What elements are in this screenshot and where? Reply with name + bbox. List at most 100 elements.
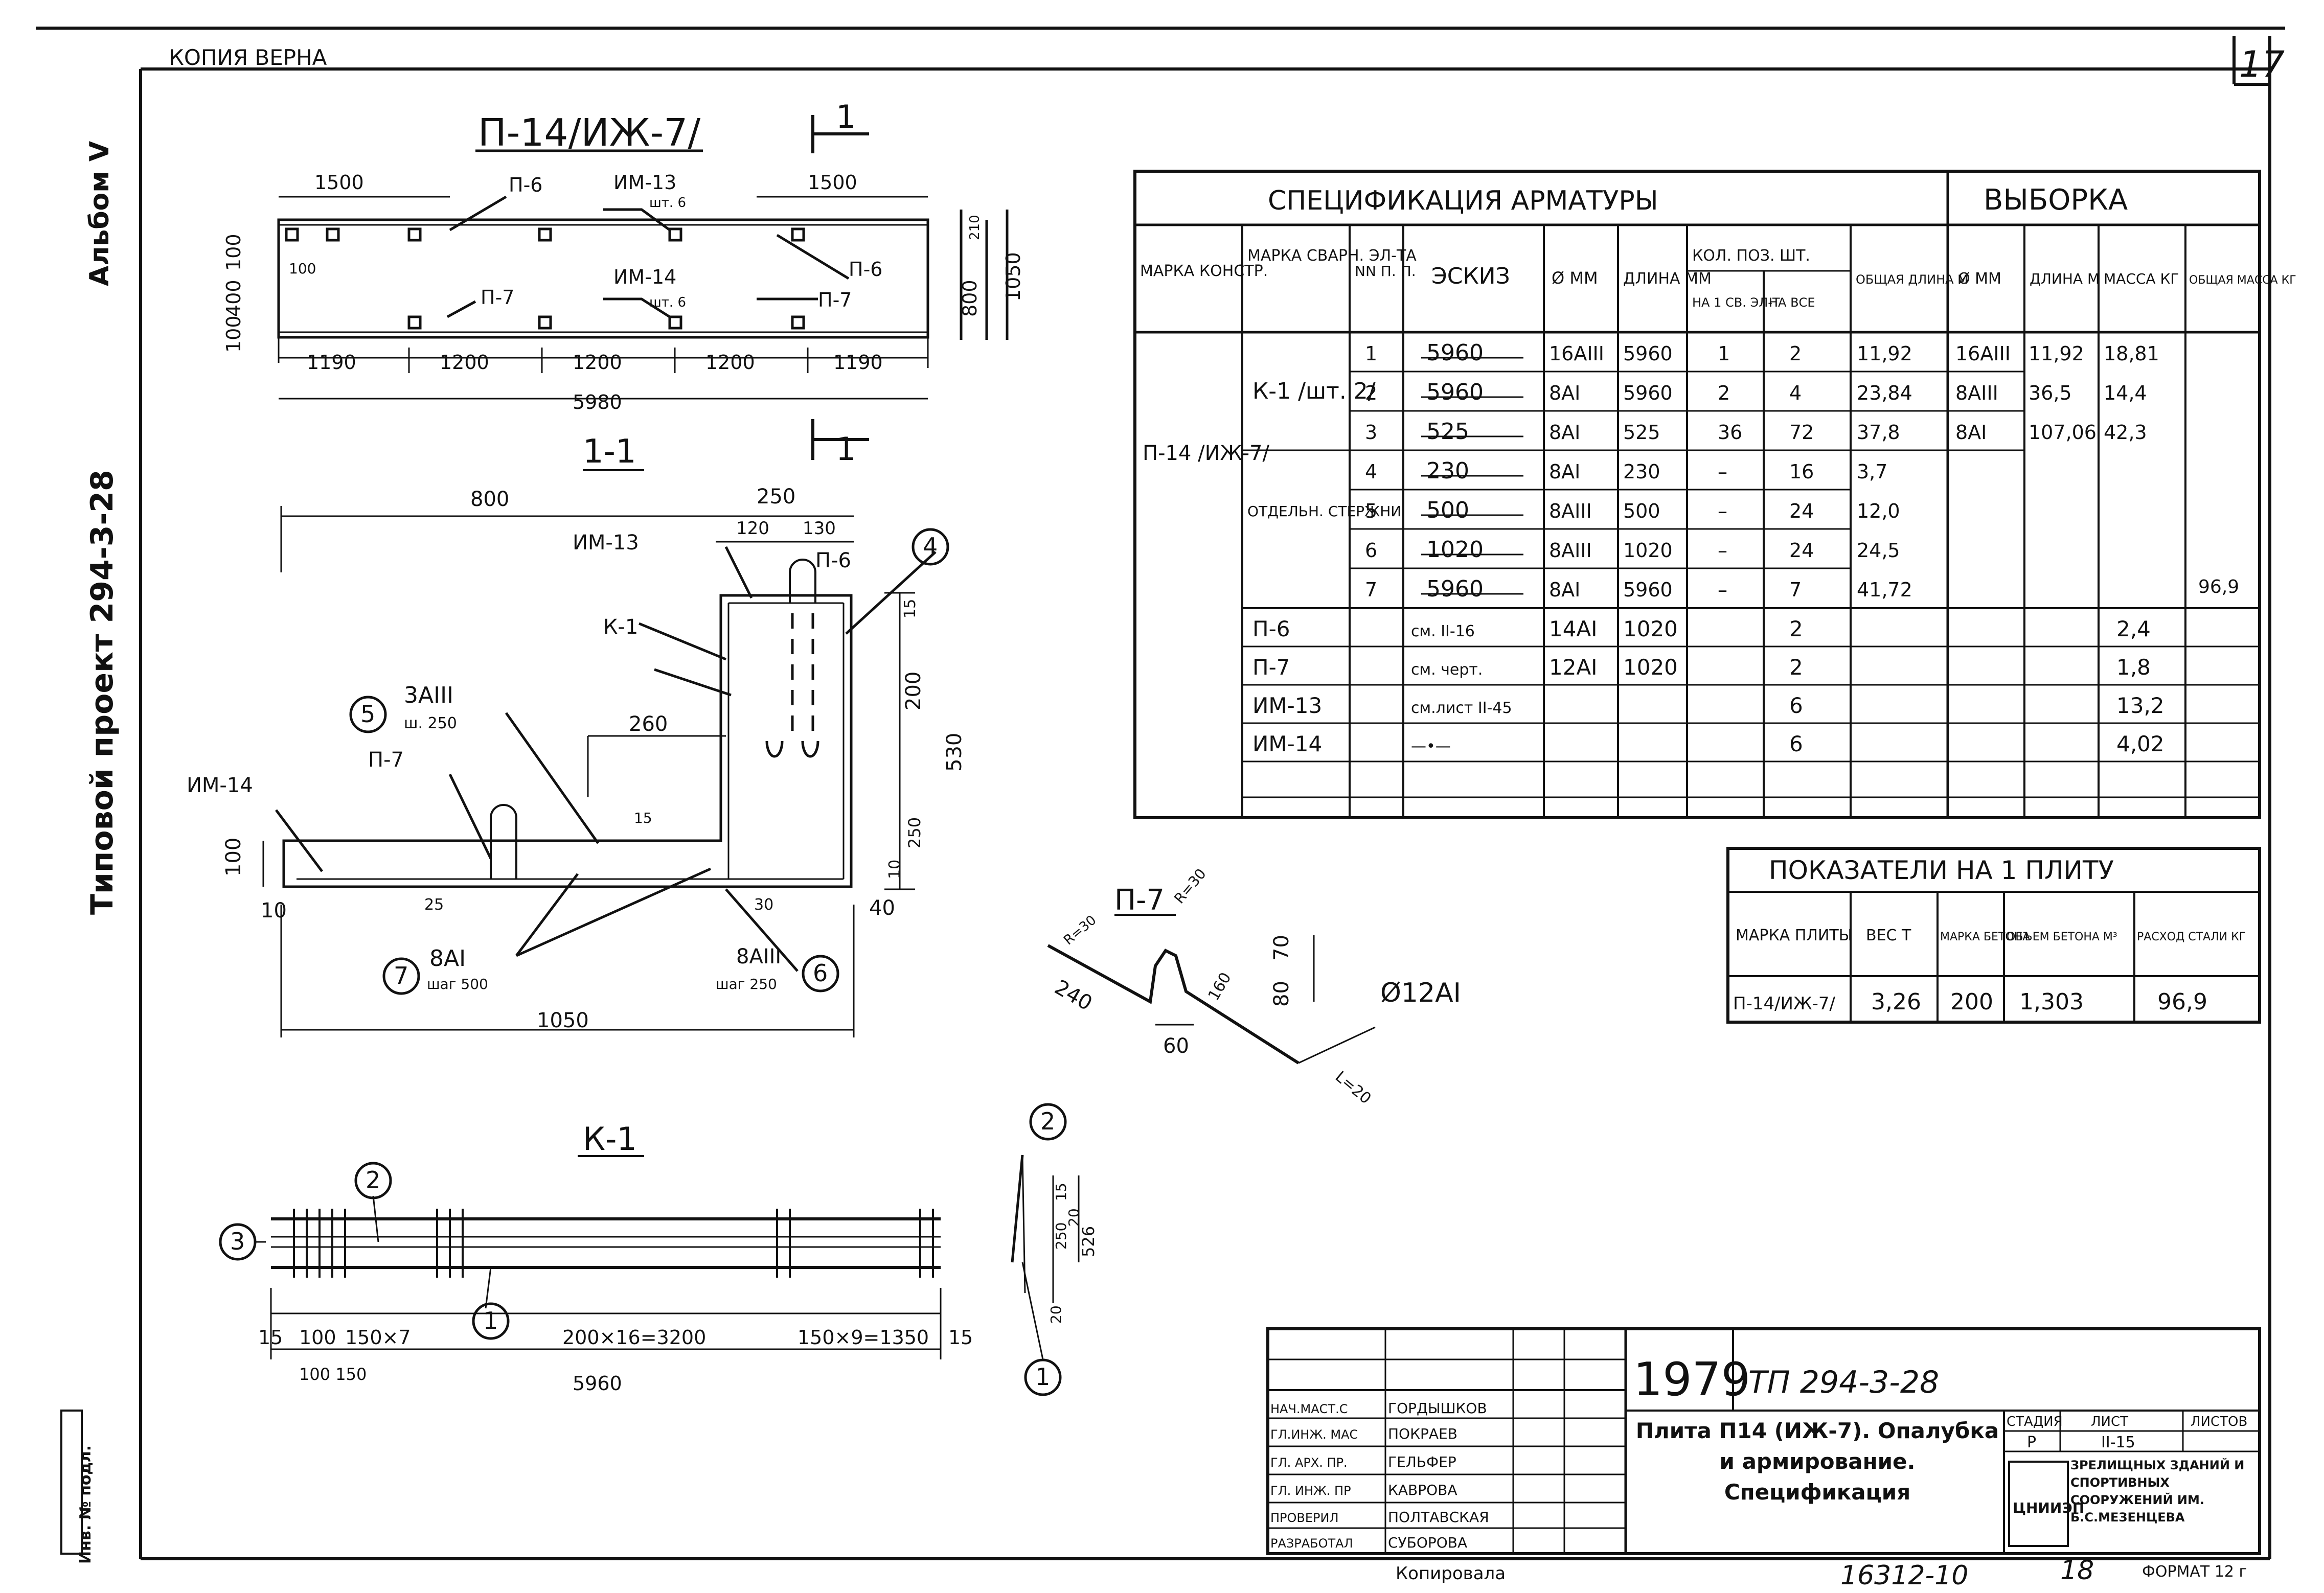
- spec-cell-r1-c3: 16АIII: [1549, 342, 1604, 365]
- k1-callout-2-side: 2: [1040, 1107, 1055, 1135]
- tb-sheet-label: ЛИСТ: [2091, 1414, 2128, 1429]
- k1-callout-3: 3: [230, 1228, 245, 1255]
- p7-dim-l20: L=20: [1332, 1068, 1375, 1107]
- spec-extra-r2-c4: 1020: [1623, 655, 1678, 680]
- spec-cell-r1-c7: 11,92: [1857, 342, 1912, 365]
- callout-6-bar: 8АIII: [736, 945, 781, 968]
- spec-cell-r2-c3: 8АI: [1549, 382, 1580, 404]
- spec-cell-r2-c2: 5960: [1426, 379, 1484, 405]
- spec-cell-r2-c8: 8АIII: [1955, 382, 1998, 404]
- spec-head-s-mass: МАССА КГ: [2104, 270, 2179, 287]
- k1-dim-sub: 100 150: [299, 1365, 367, 1384]
- spec-head-mark-constr: МАРКА КОНСТР.: [1140, 262, 1268, 280]
- spec-head-qty-all: НА ВСЕ: [1769, 295, 1815, 310]
- drawing-title: П-14/ИЖ-7/: [478, 111, 700, 155]
- plan-label-p6: П-6: [509, 174, 542, 196]
- p7-title: П-7: [1114, 884, 1165, 917]
- spec-cell-r1-c6: 2: [1789, 342, 1802, 365]
- callout-5-bar: 3АIII: [404, 682, 453, 708]
- spec-extra-r3-c6: 13,2: [2116, 693, 2164, 718]
- spec-cell-r3-c5: 36: [1718, 421, 1742, 444]
- section-dim-40: 40: [869, 896, 895, 920]
- plan-label-p7: П-7: [481, 286, 514, 309]
- k1-dims: 15 100 150×7 200×16=3200 150×9=1350 15 1…: [258, 1183, 1098, 1395]
- callout-7: 7: [394, 962, 408, 989]
- section-callouts: 4 5 3АIII ш. 250 6 8АIII шаг 250 7 8АI ш…: [349, 528, 949, 995]
- sheet-number: 17: [2239, 43, 2285, 85]
- spec-cell-r6-c3: 8АIII: [1549, 539, 1592, 562]
- section-dim-530: 530: [943, 733, 966, 772]
- ind-val-volume: 1,303: [2019, 989, 2084, 1015]
- spec-extra-r3-c1: ИМ-13: [1252, 693, 1322, 718]
- sheet-frame: [36, 27, 2285, 1560]
- spec-extra-r1-c6: 2,4: [2116, 616, 2151, 641]
- tb-sheets-label: ЛИСТОВ: [2191, 1414, 2247, 1429]
- spec-cell-r7-c2: 5960: [1426, 576, 1484, 602]
- tb-role-2: ГЛ.ИНЖ. МАС: [1270, 1427, 1358, 1442]
- p7-labels: П-7 R=30 R=30 70 80 60 240 160 Ø12АI L=2…: [1051, 865, 1461, 1107]
- ind-head-mark: МАРКА ПЛИТЫ: [1736, 927, 1852, 944]
- spec-cell-r3-c4: 525: [1623, 421, 1660, 444]
- k1-callout-2: 2: [366, 1166, 380, 1194]
- spec-cell-r7-c1: 7: [1365, 579, 1377, 601]
- spec-grand-total: 96,9: [2198, 576, 2239, 597]
- spec-cell-r5-c4: 500: [1623, 500, 1660, 522]
- spec-cell-r6-c7: 24,5: [1857, 539, 1900, 562]
- section-mark-top: 1: [836, 98, 856, 135]
- plan-label-im14-qty: шт. 6: [649, 295, 686, 310]
- spec-cell-r1-c5: 1: [1718, 342, 1730, 365]
- spec-extra-r2-c5: 2: [1789, 655, 1803, 680]
- spec-cell-r4-c3: 8АI: [1549, 460, 1580, 483]
- spec-constr-mark: П-14 /ИЖ-7/: [1143, 442, 1269, 465]
- section-dim-200: 200: [902, 672, 925, 710]
- spec-cell-r2-c6: 4: [1789, 382, 1802, 404]
- p7-detail: [1047, 935, 1376, 1065]
- spec-head-qty: КОЛ. ПОЗ. ШТ.: [1692, 247, 1810, 265]
- spec-cell-r4-c1: 4: [1365, 460, 1377, 483]
- k1-callout-1-side: 1: [1035, 1363, 1050, 1391]
- spec-extra-r1-c4: 1020: [1623, 616, 1678, 641]
- k1-dim-200x16: 200×16=3200: [562, 1326, 706, 1349]
- plan-side-dim-210: 210: [967, 215, 983, 240]
- plan-dim-bottom-4: 1200: [705, 351, 755, 374]
- plan-labels: 1500 1500 П-6 ИМ-13 шт. 6 П-6 П-7 ИМ-14 …: [222, 171, 1024, 413]
- spec-cell-r4-c7: 3,7: [1857, 460, 1887, 483]
- plan-side-dim-2: 400: [222, 280, 245, 317]
- spec-cell-r7-c6: 7: [1789, 579, 1802, 601]
- tb-name-2: ПОКРАЕВ: [1388, 1425, 1457, 1442]
- spec-cell-r3-c9: 107,06: [2029, 421, 2097, 444]
- tb-code: ТП 294-3-28: [1748, 1365, 1939, 1400]
- section-dim-10: 10: [261, 899, 287, 922]
- spec-head-sketch: ЭСКИЗ: [1431, 263, 1510, 289]
- spec-cell-r7-c7: 41,72: [1857, 579, 1912, 601]
- spec-head-s-dia: Ø ММ: [1958, 270, 2001, 288]
- spec-cell-r3-c10: 42,3: [2104, 421, 2147, 444]
- spec-cell-r2-c7: 23,84: [1857, 382, 1912, 404]
- k1-side-20: 20: [1065, 1208, 1082, 1227]
- plan-side-dim-1: 100: [222, 234, 245, 271]
- spec-cell-r4-c2: 230: [1426, 458, 1469, 484]
- k1-dim-150x9: 150×9=1350: [798, 1326, 929, 1349]
- plan-side-dim-3: 100: [222, 315, 245, 353]
- ind-head-weight: ВЕС Т: [1866, 927, 1911, 944]
- copy-note: КОПИЯ ВЕРНА: [169, 45, 327, 70]
- spec-cell-r6-c4: 1020: [1623, 539, 1673, 562]
- tb-name-3: ГЕЛЬФЕР: [1388, 1453, 1456, 1470]
- plan-label-p7-right: П-7: [818, 289, 852, 311]
- section-dim-250v: 250: [905, 817, 924, 848]
- tb-year: 1979: [1633, 1353, 1750, 1406]
- k1-dim-15b: 15: [948, 1326, 973, 1349]
- tb-org-wrap: ЗРЕЛИЩНЫХ ЗДАНИЙ И СПОРТИВНЫХ СООРУЖЕНИЙ…: [2070, 1458, 2244, 1525]
- tb-role-6: РАЗРАБОТАЛ: [1270, 1536, 1353, 1551]
- section-dim-120: 120: [736, 518, 769, 539]
- spec-sample-title: ВЫБОРКА: [1984, 183, 2128, 217]
- indicators-table: [1726, 847, 2261, 1024]
- spec-cell-r5-c7: 12,0: [1857, 500, 1900, 522]
- p7-dim-60: 60: [1163, 1034, 1189, 1058]
- spec-cell-r4-c4: 230: [1623, 460, 1660, 483]
- spec-cell-r2-c4: 5960: [1623, 382, 1673, 404]
- section-label-im13: ИМ-13: [573, 531, 639, 555]
